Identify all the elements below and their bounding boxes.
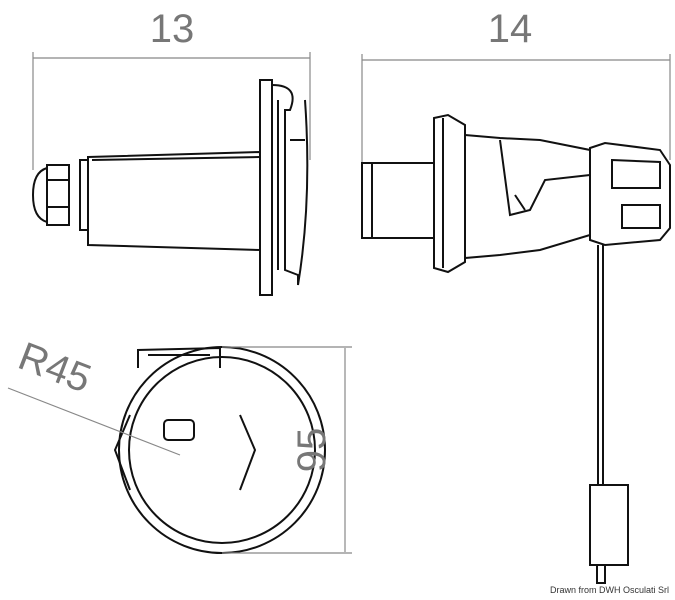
dimension-r45: R45 bbox=[7, 334, 181, 456]
dimension-label-r45: R45 bbox=[13, 334, 97, 401]
dimension-label-13: 13 bbox=[150, 7, 195, 51]
dimension-13: 13 bbox=[32, 7, 311, 170]
dimension-14: 14 bbox=[361, 7, 671, 165]
credit-text: Drawn from DWH Osculati Srl bbox=[549, 585, 669, 595]
dimension-label-95: 95 bbox=[290, 428, 334, 473]
dimension-label-14: 14 bbox=[488, 7, 533, 51]
socket-side-view bbox=[31, 79, 309, 296]
plug-side-view bbox=[361, 113, 671, 584]
dimension-95: 95 bbox=[222, 346, 352, 554]
